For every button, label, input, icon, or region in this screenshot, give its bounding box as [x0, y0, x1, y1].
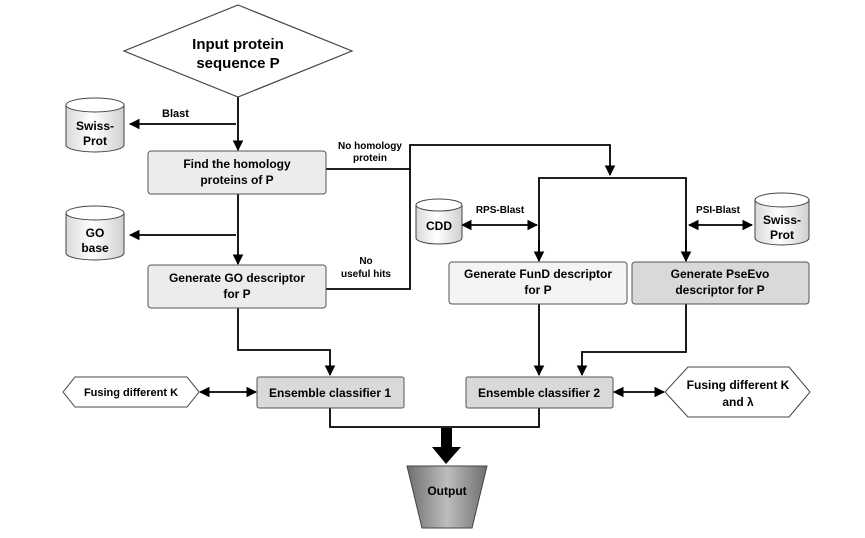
edge-go-to-ens1	[237, 308, 336, 377]
swissprot-right-line1: Swiss-	[763, 213, 801, 227]
generate-go-node: Generate GO descriptor for P	[147, 264, 327, 309]
go-base-database: GO base	[65, 205, 125, 261]
no-homology-label-line2: protein	[353, 153, 387, 164]
edge-distribute	[538, 177, 687, 260]
ensemble-1-label: Ensemble classifier 1	[269, 386, 391, 400]
blast-label: Blast	[162, 108, 189, 120]
find-homology-line1: Find the homology	[183, 157, 291, 171]
fusing-k-lambda-line1: Fusing different K	[687, 378, 790, 392]
go-base-line2: base	[81, 241, 109, 255]
find-homology-node: Find the homology proteins of P	[147, 150, 327, 195]
output-node: Output	[406, 465, 488, 529]
output-arrow-shaft	[441, 428, 452, 448]
generate-pseevo-node: Generate PseEvo descriptor for P	[631, 261, 810, 305]
swissprot-right-database: Swiss- Prot	[754, 192, 810, 246]
edge-merge	[329, 408, 540, 428]
rps-blast-label: RPS-Blast	[476, 205, 525, 216]
swissprot-left-database: Swiss- Prot	[65, 97, 125, 153]
edge-pseevo-to-ens2	[576, 304, 687, 377]
swissprot-right-line2: Prot	[770, 228, 794, 242]
connectors	[128, 94, 754, 464]
generate-go-line1: Generate GO descriptor	[169, 271, 305, 285]
ensemble-classifier-1-node: Ensemble classifier 1	[256, 376, 405, 409]
go-base-line1: GO	[86, 226, 105, 240]
no-homology-label-line1: No homology	[338, 141, 402, 152]
generate-pseevo-line2: descriptor for P	[675, 283, 764, 297]
generate-pseevo-line1: Generate PseEvo	[671, 267, 770, 281]
input-label-line1: Input protein	[192, 36, 284, 53]
output-label: Output	[427, 484, 466, 498]
edge-no-homology	[326, 144, 616, 177]
psi-blast-label: PSI-Blast	[696, 205, 741, 216]
swissprot-left-line1: Swiss-	[76, 119, 114, 133]
edge-no-useful-hits	[326, 169, 411, 290]
generate-fund-line1: Generate FunD descriptor	[464, 267, 612, 281]
find-homology-line2: proteins of P	[200, 173, 273, 187]
fusing-k-lambda-line2: and λ	[722, 395, 754, 409]
fusing-k-node: Fusing different K	[62, 376, 200, 408]
cdd-database: CDD	[415, 198, 463, 245]
generate-fund-node: Generate FunD descriptor for P	[448, 261, 628, 305]
generate-fund-line2: for P	[524, 283, 551, 297]
input-label-line2: sequence P	[196, 55, 279, 72]
fusing-k-label: Fusing different K	[84, 387, 178, 399]
input-node: Input protein sequence P	[122, 4, 354, 98]
ensemble-2-label: Ensemble classifier 2	[478, 386, 600, 400]
cdd-label: CDD	[426, 219, 452, 233]
swissprot-left-line2: Prot	[83, 134, 107, 148]
no-useful-label-line1: No	[359, 256, 372, 267]
fusing-k-lambda-node: Fusing different K and λ	[664, 366, 811, 418]
generate-go-line2: for P	[223, 287, 250, 301]
no-useful-label-line2: useful hits	[341, 269, 391, 280]
output-arrow-head	[432, 447, 461, 464]
ensemble-classifier-2-node: Ensemble classifier 2	[465, 376, 614, 409]
